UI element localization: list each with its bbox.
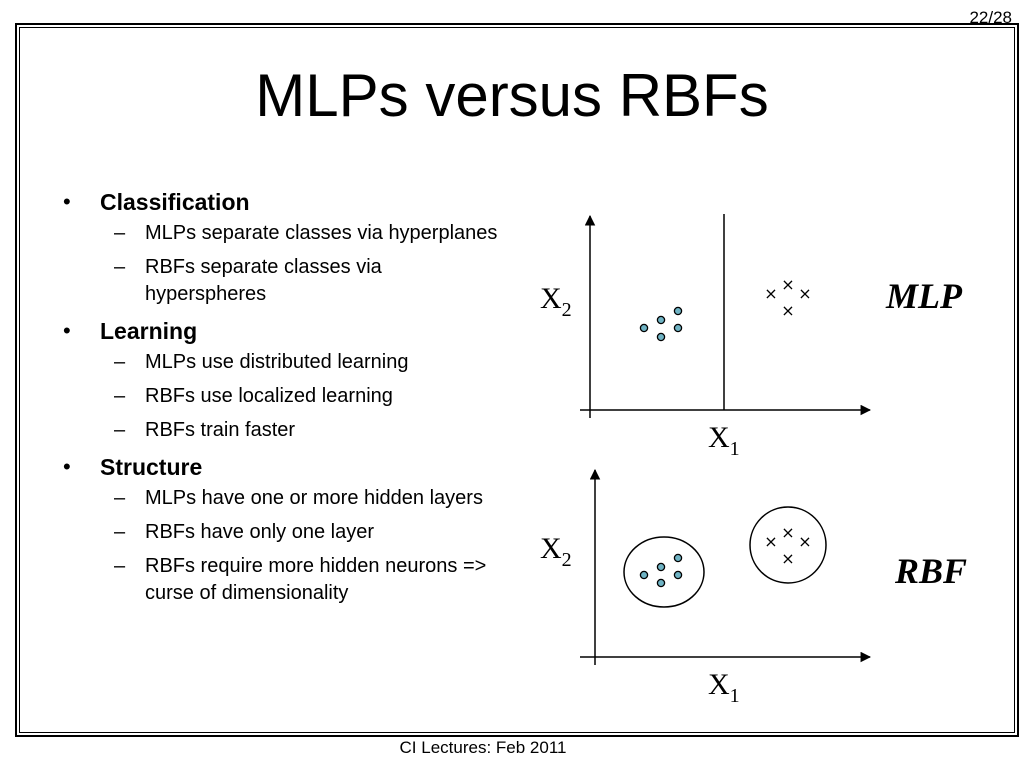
sub-item: – MLPs separate classes via hyperplanes	[100, 220, 505, 247]
sub-list: – MLPs have one or more hidden layers – …	[100, 485, 505, 607]
circle-point	[639, 570, 649, 580]
circle-point	[673, 553, 683, 563]
cross-point: ×	[764, 532, 777, 551]
mlp-panel: × × × × X2 X1 MLP	[540, 214, 963, 460]
sub-item-text: MLPs have one or more hidden layers	[145, 487, 483, 509]
bullet-learning: • Learning – MLPs use distributed learni…	[55, 315, 505, 444]
dash-marker: –	[114, 222, 126, 244]
slide-frame-inner	[19, 27, 1015, 733]
cross-point: ×	[781, 301, 794, 320]
sub-item: – RBFs train faster	[100, 417, 505, 444]
bullet-list: • Classification – MLPs separate classes…	[55, 186, 505, 614]
slide-footer: CI Lectures: Feb 2011	[399, 738, 567, 757]
bullet-classification: • Classification – MLPs separate classes…	[55, 186, 505, 308]
slide-title: MLPs versus RBFs	[255, 62, 769, 129]
cross-point: ×	[781, 275, 794, 294]
rbf-panel: × × × × X2 X1 RBF	[540, 468, 967, 707]
rbf-sphere-crosses	[749, 506, 827, 584]
sub-item-text: RBFs require more hidden neurons => curs…	[145, 555, 487, 604]
sub-item-text: MLPs use distributed learning	[145, 351, 409, 373]
dash-marker: –	[114, 256, 126, 278]
bullet-marker: •	[63, 189, 71, 214]
bullet-heading: Learning	[100, 318, 198, 344]
dash-marker: –	[114, 351, 126, 373]
sub-item-text: RBFs have only one layer	[145, 521, 375, 543]
bullet-marker: •	[63, 318, 71, 343]
rbf-sphere-circles	[623, 536, 705, 608]
circle-point	[656, 562, 666, 572]
rbf-circle-class	[639, 553, 683, 588]
sub-item: – MLPs use distributed learning	[100, 349, 505, 376]
bullet-heading: Classification	[100, 189, 250, 215]
dash-marker: –	[114, 419, 126, 441]
circle-point	[656, 315, 666, 325]
page-number: 22/28	[969, 8, 1012, 27]
sub-item: – RBFs use localized learning	[100, 383, 505, 410]
sub-item-text: RBFs train faster	[145, 419, 296, 441]
sub-list: – MLPs separate classes via hyperplanes …	[100, 220, 505, 308]
sub-item: – RBFs require more hidden neurons => cu…	[100, 553, 505, 607]
sub-list: – MLPs use distributed learning – RBFs u…	[100, 349, 505, 444]
circle-point	[673, 570, 683, 580]
sub-item: – MLPs have one or more hidden layers	[100, 485, 505, 512]
cross-point: ×	[798, 532, 811, 551]
cross-point: ×	[798, 284, 811, 303]
slide-frame-outer	[15, 23, 1019, 737]
circle-point	[673, 306, 683, 316]
circle-point	[673, 323, 683, 333]
rbf-x-axis-label: X1	[708, 668, 740, 707]
rbf-label: RBF	[894, 551, 967, 591]
circle-point	[656, 332, 666, 342]
circle-point	[656, 578, 666, 588]
sub-item-text: RBFs separate classes via hyperspheres	[145, 256, 382, 305]
bullet-marker: •	[63, 454, 71, 479]
mlp-rbf-diagram: × × × × X2 X1 MLP × × × ×	[540, 214, 967, 707]
dash-marker: –	[114, 521, 126, 543]
cross-point: ×	[764, 284, 777, 303]
mlp-x-axis-label: X1	[708, 421, 740, 460]
rbf-y-axis-label: X2	[540, 532, 572, 571]
mlp-y-axis-label: X2	[540, 282, 572, 321]
sub-item-text: RBFs use localized learning	[145, 385, 393, 407]
mlp-circle-class	[639, 306, 683, 342]
mlp-cross-class: × × × ×	[764, 275, 811, 320]
dash-marker: –	[114, 555, 126, 577]
cross-point: ×	[781, 523, 794, 542]
bullet-structure: • Structure – MLPs have one or more hidd…	[55, 451, 505, 607]
circle-point	[639, 323, 649, 333]
dash-marker: –	[114, 487, 126, 509]
cross-point: ×	[781, 549, 794, 568]
bullet-heading: Structure	[100, 454, 203, 480]
rbf-cross-class: × × × ×	[764, 523, 811, 568]
dash-marker: –	[114, 385, 126, 407]
sub-item: – RBFs separate classes via hyperspheres	[100, 254, 505, 308]
sub-item: – RBFs have only one layer	[100, 519, 505, 546]
sub-item-text: MLPs separate classes via hyperplanes	[145, 222, 498, 244]
mlp-label: MLP	[885, 276, 963, 316]
